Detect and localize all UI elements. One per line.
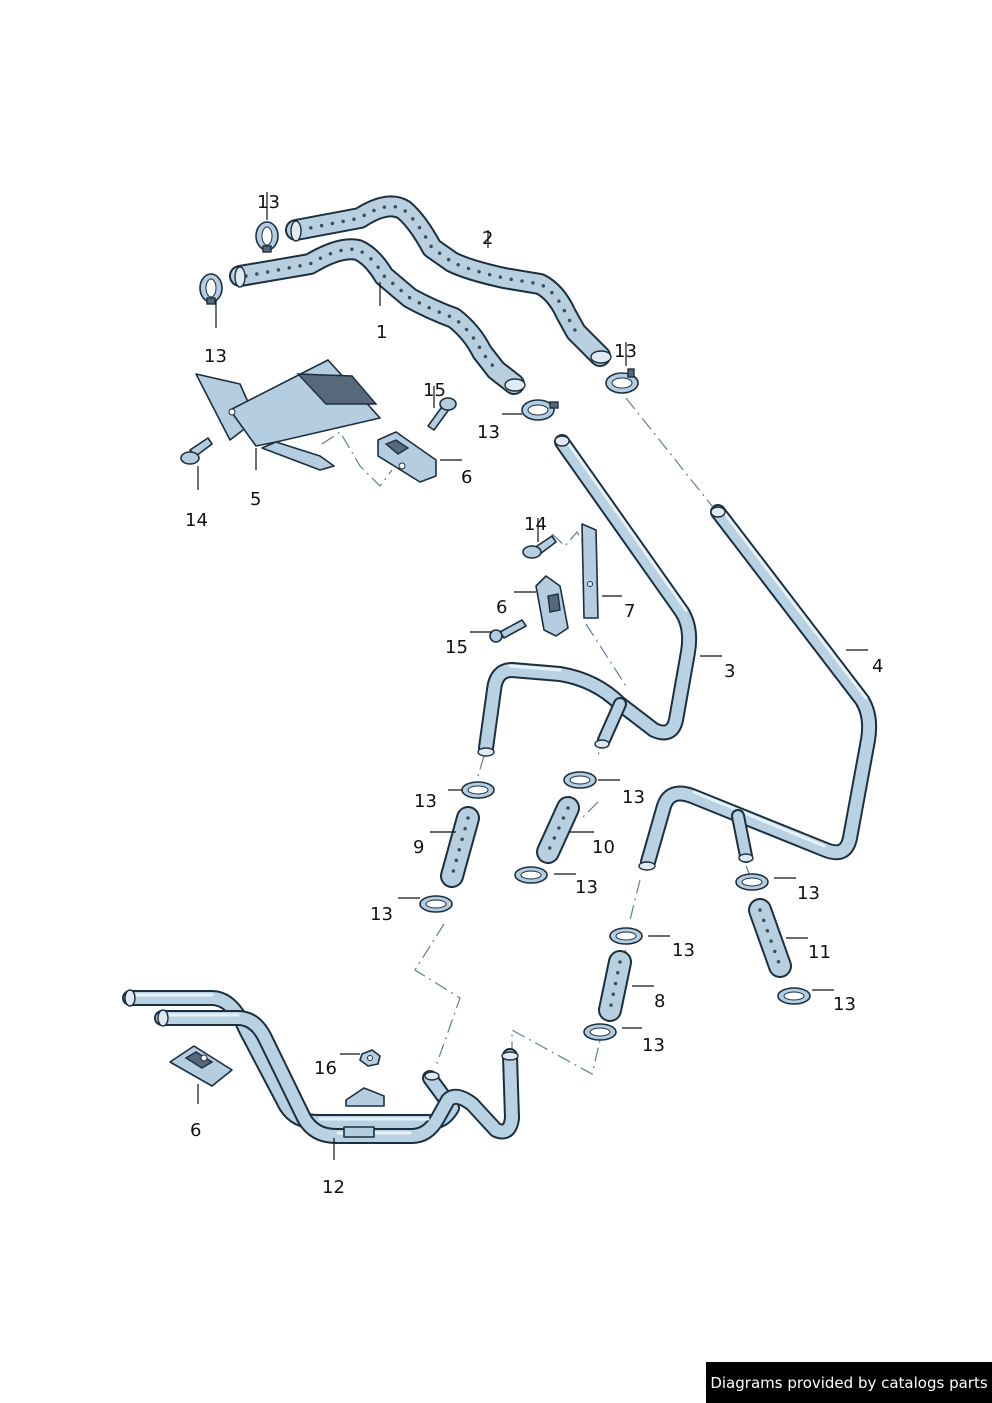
callout-1: 1 <box>376 322 387 343</box>
callout-6: 6 <box>461 467 472 488</box>
hose-clamp <box>461 781 495 799</box>
coolant-pipe-3 <box>477 434 698 757</box>
callout-15: 15 <box>423 380 446 401</box>
hose-10 <box>536 796 580 864</box>
callout-11: 11 <box>808 942 831 963</box>
leader-lines <box>197 192 868 1160</box>
callout-13: 13 <box>614 341 637 362</box>
callout-labels: 13 2 1 13 13 15 13 6 5 14 14 6 7 15 3 4 … <box>185 192 883 1198</box>
hose-clamp <box>419 895 453 913</box>
bolt-15-top <box>427 397 457 431</box>
assembly-lines <box>229 397 765 1075</box>
callout-10: 10 <box>592 837 615 858</box>
callout-13: 13 <box>833 994 856 1015</box>
hose-clamp <box>605 368 639 394</box>
coolant-pipe-4 <box>638 504 878 871</box>
hose-11 <box>748 898 792 978</box>
bolt-15-middle <box>489 619 527 643</box>
callout-8: 8 <box>654 991 665 1012</box>
bolt-14-middle <box>522 535 557 559</box>
callout-13: 13 <box>642 1035 665 1056</box>
callout-4: 4 <box>872 656 883 677</box>
coolant-hose-2 <box>285 195 612 367</box>
bolt-14-left <box>180 437 213 465</box>
callout-2: 2 <box>482 228 493 249</box>
hose-clamp <box>255 221 279 253</box>
hose-clamp <box>521 399 559 421</box>
callout-6: 6 <box>496 597 507 618</box>
hose-clamp <box>583 1023 617 1041</box>
callout-13: 13 <box>672 940 695 961</box>
hose-clamp <box>609 927 643 945</box>
callout-14: 14 <box>524 514 547 535</box>
nut-16 <box>359 1049 381 1067</box>
bracket-5 <box>195 359 381 471</box>
callout-14: 14 <box>185 510 208 531</box>
attribution-banner: Diagrams provided by catalogs parts <box>706 1362 992 1403</box>
callout-13: 13 <box>370 904 393 925</box>
callout-13: 13 <box>477 422 500 443</box>
holder-6-bottom <box>169 1045 233 1087</box>
callout-15: 15 <box>445 637 468 658</box>
callout-5: 5 <box>250 489 261 510</box>
callout-13: 13 <box>414 791 437 812</box>
callout-7: 7 <box>624 601 635 622</box>
hose-8 <box>598 950 632 1022</box>
coolant-hose-1 <box>229 238 526 395</box>
hose-clamp <box>514 866 548 884</box>
callout-13: 13 <box>622 787 645 808</box>
callout-13: 13 <box>575 877 598 898</box>
holder-6-middle <box>535 575 569 637</box>
callout-9: 9 <box>413 837 424 858</box>
callout-16: 16 <box>314 1058 337 1079</box>
hose-clamps <box>199 221 811 1041</box>
holder-6-top <box>377 431 437 483</box>
callout-13: 13 <box>204 346 227 367</box>
hose-9 <box>440 806 480 888</box>
callout-13: 13 <box>797 883 820 904</box>
callout-13: 13 <box>257 192 280 213</box>
hose-clamp <box>199 273 223 305</box>
bracket-7 <box>581 523 599 619</box>
callout-6: 6 <box>190 1120 201 1141</box>
callout-12: 12 <box>322 1177 345 1198</box>
hose-clamp <box>777 987 811 1005</box>
callout-3: 3 <box>724 661 735 682</box>
coolant-pipe-12 <box>122 989 520 1144</box>
hose-clamp <box>735 873 769 891</box>
hose-clamp <box>563 771 597 789</box>
